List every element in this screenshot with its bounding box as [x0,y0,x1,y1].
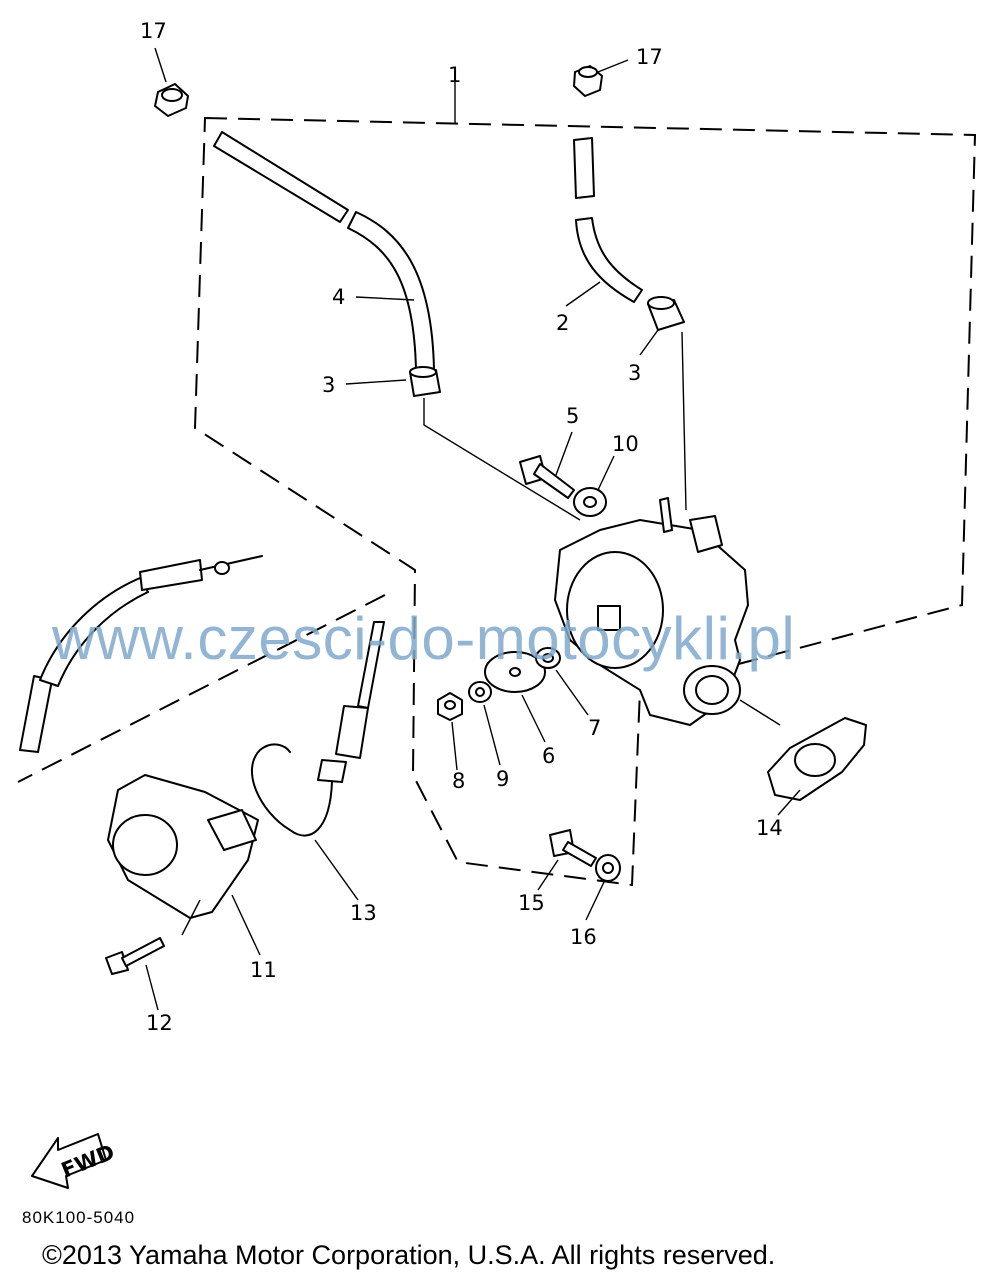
callout-12: 12 [146,1011,173,1035]
part-13-sensor [250,621,385,837]
oil-pump-body [554,497,749,726]
fwd-arrow-icon: FWD [31,1133,118,1189]
callout-5: 5 [566,404,579,428]
part-14-gasket [767,717,867,801]
part-4-hose [213,131,435,371]
part-3-clamp-right [647,296,685,331]
part-6-plate [484,651,546,693]
pump-cable [19,555,263,753]
part-2-hose [573,137,643,303]
watermark: www.czesci-do-motocykli.pl [52,605,796,672]
part-15-bolt [549,829,597,867]
callout-1: 1 [448,63,461,87]
part-8-nut [437,692,463,721]
leader-lines [145,47,801,1011]
callout-6: 6 [542,744,555,768]
part-17-clip-right [573,65,603,97]
callout-3-left: 3 [322,373,335,397]
part-7-washer [535,647,561,669]
part-9-washer [468,681,492,703]
callout-9: 9 [496,767,509,791]
callout-15: 15 [518,891,545,915]
callout-13: 13 [350,901,377,925]
callout-17-right: 17 [636,45,663,69]
part-12-bolt [105,937,165,975]
part-3-clamp-left [409,366,441,397]
part-11-pump-cover [107,774,259,919]
callout-8: 8 [452,769,465,793]
part-5-bolt [519,455,575,499]
callout-16: 16 [570,925,597,949]
part-17-clip-left [154,83,189,117]
callout-10: 10 [612,432,639,456]
part-code: 80K100-5040 [22,1208,136,1227]
cable-group-boundary [17,594,386,783]
callout-4: 4 [332,285,345,309]
callout-3-right: 3 [628,361,641,385]
callout-17-left: 17 [140,19,167,43]
copyright-notice: ©2013 Yamaha Motor Corporation, U.S.A. A… [42,1240,776,1270]
callout-2: 2 [556,311,569,335]
callout-7: 7 [588,716,601,740]
part-10-washer [573,487,607,517]
callout-14: 14 [756,816,783,840]
part-16-washer [595,854,621,882]
assembly-boundary [193,116,977,887]
callout-11: 11 [250,958,277,982]
